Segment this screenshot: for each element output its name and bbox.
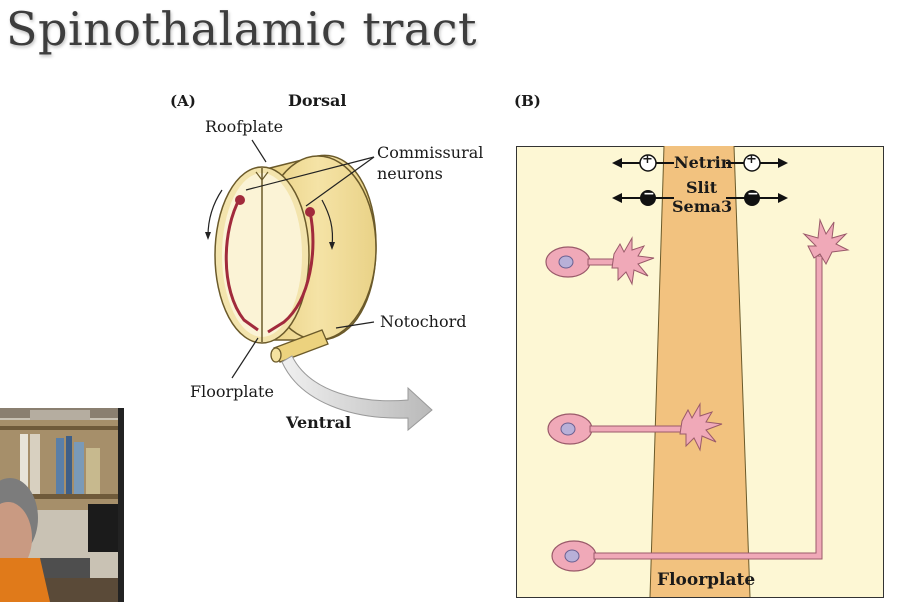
- commissural-leader-2: [305, 156, 375, 207]
- panel-a-label: (A): [170, 92, 196, 110]
- plus-sign-left: +: [642, 152, 653, 167]
- sema3-label: Sema3: [672, 197, 733, 216]
- commissural-axon-right: [267, 211, 315, 334]
- panel-b-diagram: [516, 146, 884, 598]
- commissural-label-1: Commissural: [377, 143, 484, 162]
- netrin-plus-right: [743, 154, 761, 172]
- growth-cone-2: [679, 402, 723, 452]
- neuron-3: [551, 218, 850, 572]
- commissural-label-2: neurons: [377, 164, 443, 183]
- floorplate-leader: [231, 337, 259, 379]
- neuron-1: [545, 236, 655, 286]
- panel-b-label: (B): [514, 92, 541, 110]
- minus-sign-right: −: [747, 186, 759, 202]
- dorsal-label: Dorsal: [288, 91, 347, 110]
- commissural-leader-1: [245, 156, 375, 191]
- slit-minus-right: [744, 190, 760, 206]
- netrin-label: Netrin: [674, 153, 733, 172]
- floorplate-band: [650, 146, 750, 597]
- growth-cone-1: [611, 236, 655, 286]
- netrin-plus-left: [639, 154, 657, 172]
- floorplate-label-a: Floorplate: [190, 382, 274, 401]
- roofplate-label: Roofplate: [205, 117, 284, 136]
- notochord-rod: [270, 329, 329, 363]
- slide-title: Spinothalamic tract: [6, 2, 478, 56]
- ventral-label: Ventral: [286, 413, 352, 432]
- neuron-2: [547, 402, 723, 452]
- notochord-label: Notochord: [380, 312, 467, 331]
- notochord-leader: [335, 321, 375, 329]
- plus-sign-right: +: [746, 152, 757, 167]
- slit-minus-left: [640, 190, 656, 206]
- rotation-arrow-gray: [281, 355, 433, 432]
- commissural-neuron-left: [235, 195, 245, 205]
- roofplate-leader: [251, 139, 267, 163]
- floorplate-label-b: Floorplate: [657, 570, 756, 590]
- commissural-neuron-right: [305, 207, 315, 217]
- minus-sign-left: −: [643, 186, 655, 202]
- rotation-arrow-right: [321, 199, 334, 247]
- commissural-axon-left: [224, 197, 259, 332]
- slit-label: Slit: [686, 178, 718, 197]
- growth-cone-3: [802, 218, 850, 266]
- presenter-webcam: [0, 408, 124, 602]
